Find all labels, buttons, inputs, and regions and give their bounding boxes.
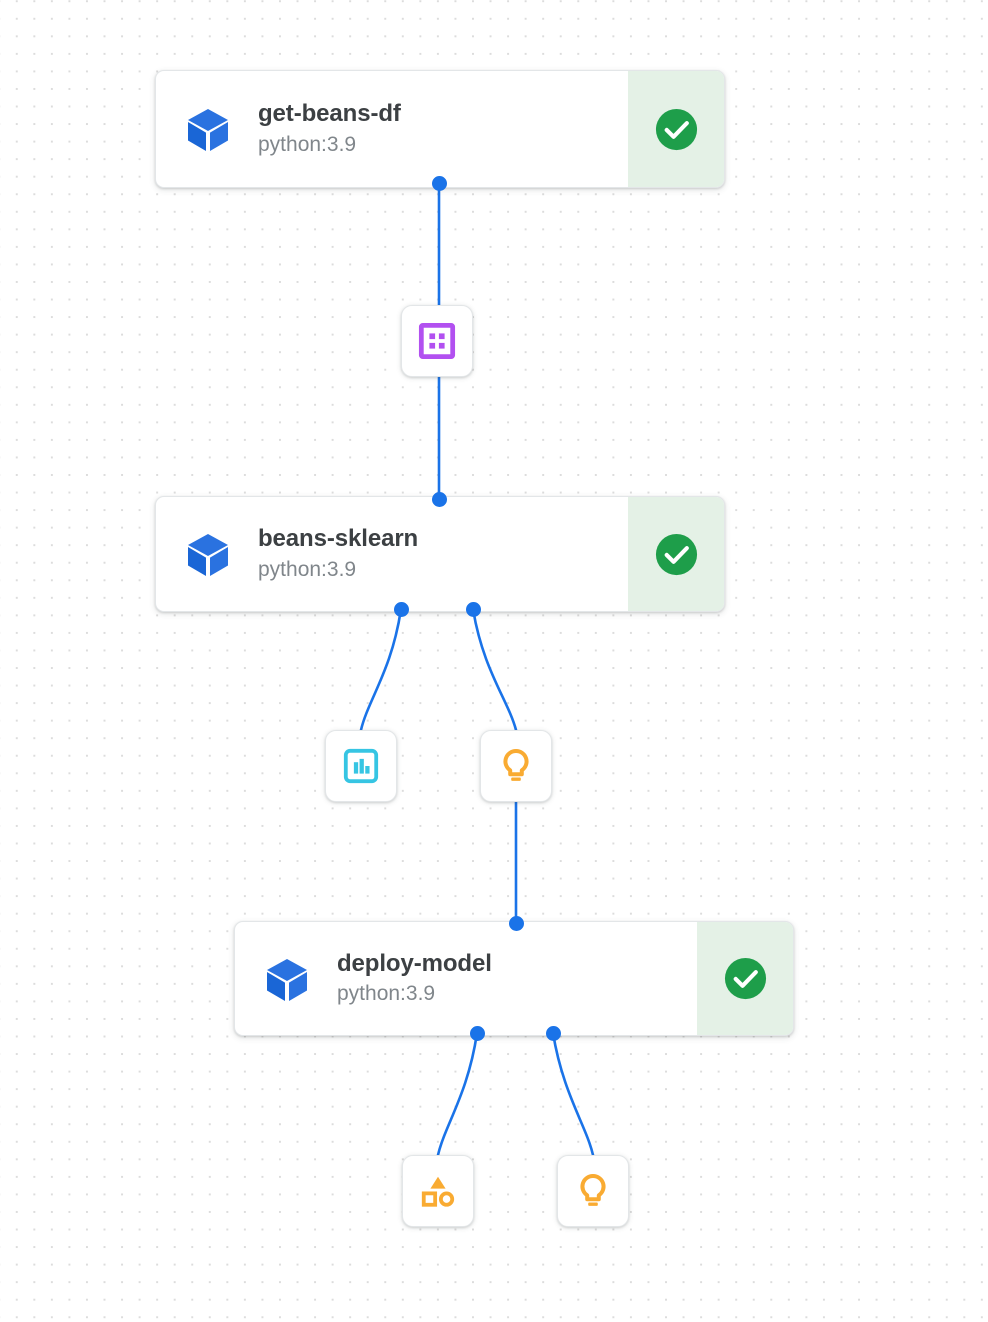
model-icon	[496, 746, 536, 786]
artifact-node-shapes-artifact[interactable]	[402, 1155, 474, 1227]
edge-beans-sklearn-to-metrics	[359, 607, 403, 732]
artifact-node-dataset-artifact[interactable]	[401, 305, 473, 377]
port-get-beans-df-out[interactable]	[431, 175, 447, 191]
task-node-subtitle: python:3.9	[258, 132, 357, 156]
task-node-body: deploy-model python:3.9	[235, 922, 697, 1035]
port-deploy-model-in[interactable]	[508, 915, 524, 931]
task-node-body: get-beans-df python:3.9	[156, 71, 628, 187]
status-badge[interactable]	[628, 71, 724, 187]
status-badge[interactable]	[697, 922, 793, 1035]
shapes-icon	[419, 1172, 457, 1210]
edge-deploy-model-to-shapes	[436, 1031, 479, 1157]
port-beans-sklearn-out-left[interactable]	[393, 601, 409, 617]
metrics-icon	[342, 747, 380, 785]
task-node-body: beans-sklearn python:3.9	[156, 497, 628, 611]
task-node-text: get-beans-df python:3.9	[258, 100, 401, 158]
task-node-text: beans-sklearn python:3.9	[258, 525, 418, 583]
artifact-node-metrics-artifact[interactable]	[325, 730, 397, 802]
task-node-deploy-model[interactable]: deploy-model python:3.9	[234, 921, 794, 1036]
port-deploy-model-out-right[interactable]	[545, 1025, 561, 1041]
check-circle-icon	[722, 955, 769, 1002]
port-beans-sklearn-in[interactable]	[431, 491, 447, 507]
task-node-title: deploy-model	[337, 949, 492, 977]
port-beans-sklearn-out-right[interactable]	[465, 601, 481, 617]
cube-icon	[261, 953, 313, 1005]
task-node-subtitle: python:3.9	[337, 982, 436, 1005]
task-node-get-beans-df[interactable]: get-beans-df python:3.9	[155, 70, 725, 188]
dataset-icon	[418, 322, 456, 360]
task-node-subtitle: python:3.9	[258, 557, 357, 581]
task-node-text: deploy-model python:3.9	[337, 950, 492, 1008]
task-node-beans-sklearn[interactable]: beans-sklearn python:3.9	[155, 496, 725, 612]
cube-icon	[182, 528, 234, 580]
artifact-node-model-artifact[interactable]	[480, 730, 552, 802]
model-icon	[573, 1171, 613, 1211]
status-badge[interactable]	[628, 497, 724, 611]
port-deploy-model-out-left[interactable]	[469, 1025, 485, 1041]
check-circle-icon	[653, 531, 700, 578]
task-node-title: beans-sklearn	[258, 525, 419, 553]
cube-icon	[182, 103, 234, 155]
edge-deploy-model-to-model-2	[551, 1031, 595, 1157]
artifact-node-model-artifact-2[interactable]	[557, 1155, 629, 1227]
check-circle-icon	[653, 106, 700, 153]
task-node-title: get-beans-df	[258, 100, 401, 128]
edge-beans-sklearn-to-model	[471, 607, 518, 732]
